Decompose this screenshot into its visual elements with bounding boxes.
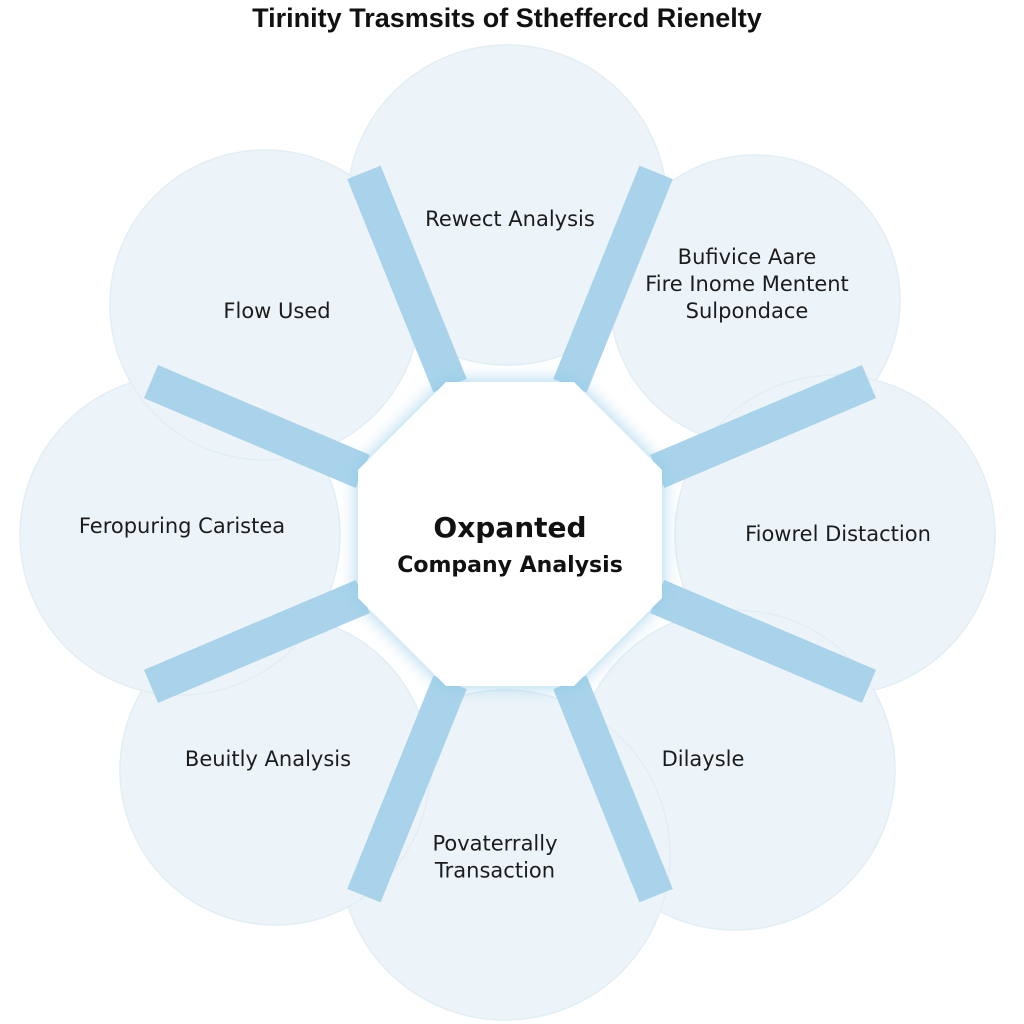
petal-label-line: Dilaysle [662,747,745,771]
petal-label-line: Sulpondace [686,299,809,323]
spoke-5 [553,675,673,903]
connector-spokes [143,165,877,903]
petal-label-line: Povaterrally [432,832,557,856]
petal-label-line: Flow Used [223,299,330,323]
petal-label-8: Flow Used [223,299,330,323]
petal-label-1: Rewect Analysis [425,207,595,231]
spoke-2 [553,165,673,393]
petal-label-4: Dilaysle [662,747,745,771]
center-hub: Oxpanted Company Analysis [358,382,662,686]
spoke-3 [650,365,877,489]
petal-label-3: Fiowrel Distaction [745,522,931,546]
petal-label-line: Rewect Analysis [425,207,595,231]
petal-label-line: Fire Inome Mentent [645,272,849,296]
petal-label-7: Feropuring Caristea [79,514,285,538]
diagram-title: Tirinity Trasmsits of Stheffercd Rienelt… [252,3,762,33]
center-title: Oxpanted [433,511,586,544]
petal-label-line: Feropuring Caristea [79,514,285,538]
petal-label-line: Bufivice Aare [678,245,817,269]
spoke-6 [347,675,467,903]
spoke-4 [650,579,877,703]
petal-label-line: Transaction [434,859,555,883]
spoke-8 [143,365,370,489]
spoke-7 [143,579,370,703]
center-subtitle: Company Analysis [397,553,623,578]
petal-label-6: Beuitly Analysis [185,747,351,771]
spoke-1 [347,165,467,393]
petal-label-line: Fiowrel Distaction [745,522,931,546]
petal-label-line: Beuitly Analysis [185,747,351,771]
center-octagon [358,382,662,686]
